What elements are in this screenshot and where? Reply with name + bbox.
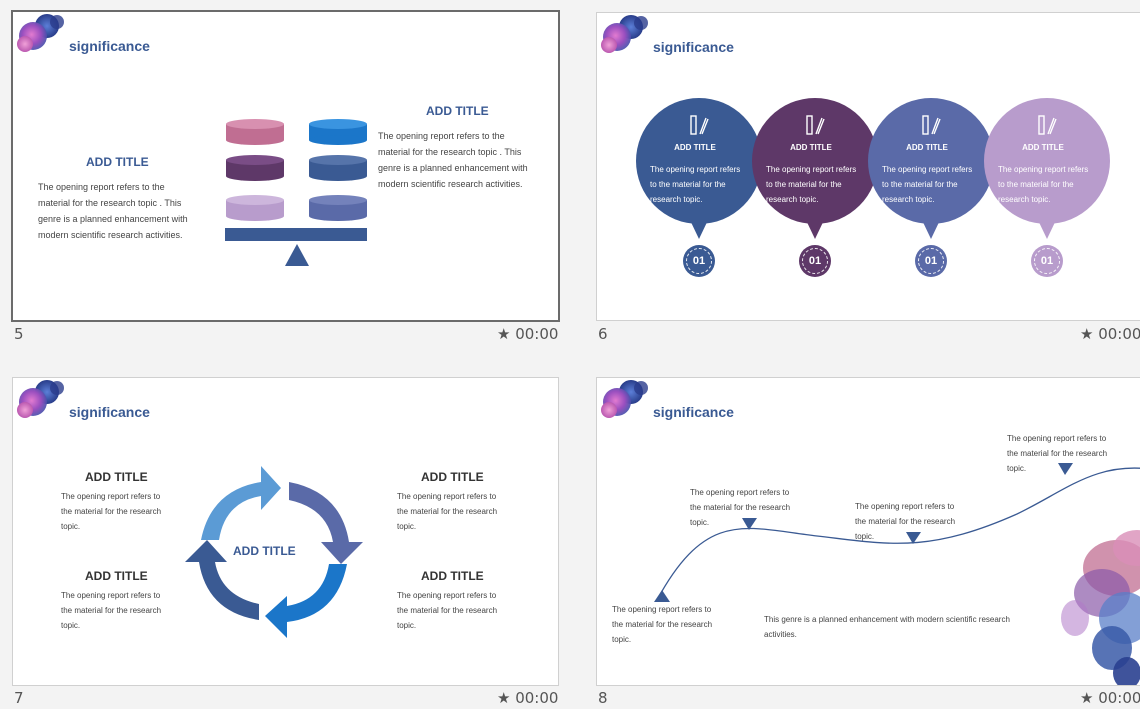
bubble-2 — [752, 98, 878, 239]
left-body: The opening report refers to the materia… — [38, 182, 188, 240]
right-cylinders — [309, 119, 367, 221]
slide-number-7: 7 — [14, 689, 24, 707]
bubble-title-3: ADD TITLE — [906, 143, 948, 152]
slide-timing-8: ★ 00:00 — [1080, 689, 1140, 707]
step-number-4: 01 — [1031, 245, 1063, 277]
bubble-3 — [868, 98, 994, 239]
step-number-2: 01 — [799, 245, 831, 277]
slide-number-5: 5 — [14, 325, 24, 343]
slide-thumbnail-8[interactable]: significance The opening report refers t… — [596, 377, 1140, 686]
slide-header: significance — [653, 39, 734, 55]
slide-header: significance — [653, 404, 734, 420]
slide-number-8: 8 — [598, 689, 608, 707]
timeline-curve-graphic — [654, 463, 1140, 685]
slide-header: significance — [69, 404, 150, 420]
slide-header: significance — [69, 38, 150, 54]
right-body: The opening report refers to the materia… — [378, 131, 528, 189]
block-title-1: ADD TITLE — [85, 470, 148, 484]
pencil-icon — [689, 113, 711, 137]
block-title-3: ADD TITLE — [85, 569, 148, 583]
slide-timing-5: ★ 00:00 — [497, 325, 559, 343]
pencil-icon — [805, 113, 827, 137]
ink-logo-icon — [601, 15, 648, 53]
bubbles-graphic — [636, 98, 1110, 239]
left-title: ADD TITLE — [86, 155, 149, 169]
slide-thumbnail-7[interactable]: significance ADD TITLE ADD TITLE The ope… — [12, 377, 559, 686]
right-title: ADD TITLE — [426, 104, 489, 118]
slide-number-6: 6 — [598, 325, 608, 343]
center-title: ADD TITLE — [233, 544, 296, 558]
ink-logo-icon — [601, 380, 648, 418]
slide-thumbnail-6[interactable]: significance ADD TITLE The openi — [596, 12, 1140, 321]
block-title-2: ADD TITLE — [421, 470, 484, 484]
timeline-bottom-note: This genre is a planned enhancement with… — [764, 615, 1010, 639]
slide-timing-6: ★ 00:00 — [1080, 325, 1140, 343]
bubble-title-2: ADD TITLE — [790, 143, 832, 152]
step-number-3: 01 — [915, 245, 947, 277]
slide-timing-7: ★ 00:00 — [497, 689, 559, 707]
ink-logo-icon — [17, 14, 64, 52]
cycle-arrows-graphic — [185, 466, 363, 638]
bubble-title-4: ADD TITLE — [1022, 143, 1064, 152]
balance-scale-graphic — [225, 119, 367, 266]
step-number-1: 01 — [683, 245, 715, 277]
bubble-1 — [636, 98, 762, 239]
slide-thumbnail-5[interactable]: significance ADD TITLE The opening repor… — [11, 10, 560, 322]
block-title-4: ADD TITLE — [421, 569, 484, 583]
bubble-4 — [984, 98, 1110, 239]
left-cylinders — [226, 119, 284, 221]
bubble-title-1: ADD TITLE — [674, 143, 716, 152]
ink-logo-icon — [17, 380, 64, 418]
pencil-icon — [1037, 113, 1059, 137]
pencil-icon — [921, 113, 943, 137]
ink-smoke-image — [1061, 530, 1140, 685]
